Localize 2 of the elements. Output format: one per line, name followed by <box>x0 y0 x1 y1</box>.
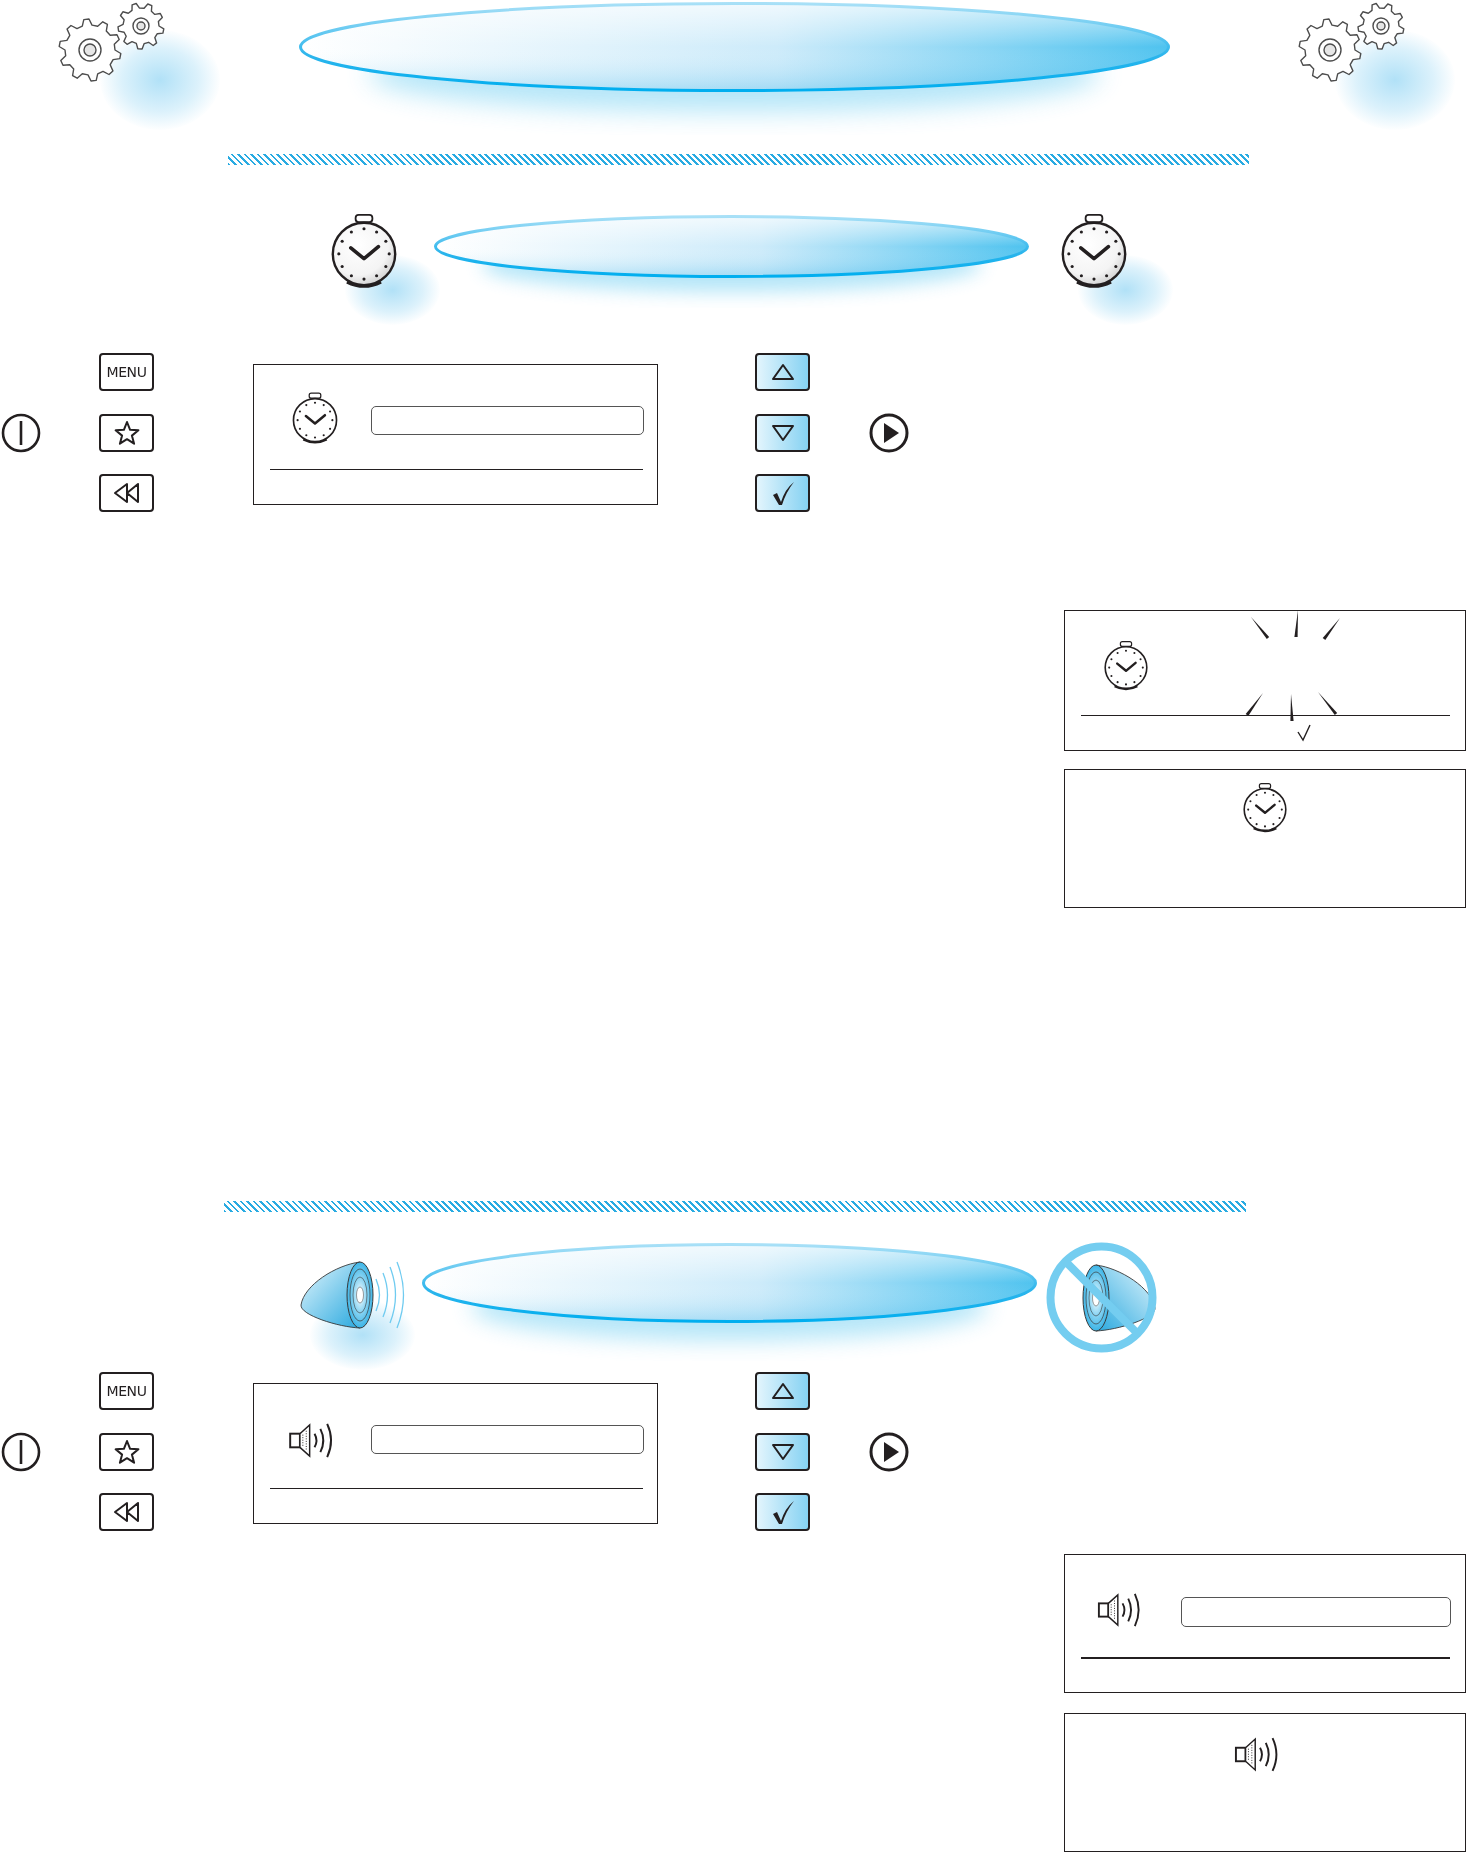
menu-button: MENU <box>99 1372 154 1410</box>
menu-button: MENU <box>99 353 154 391</box>
